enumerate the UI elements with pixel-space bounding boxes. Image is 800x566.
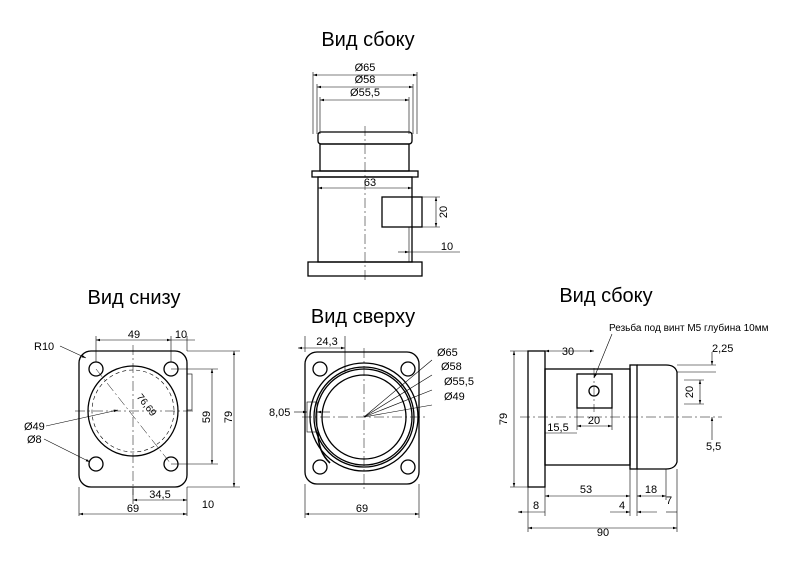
dim-width-10-bottom: 10 (202, 499, 214, 511)
dim-30: 30 (562, 346, 574, 358)
bottom-view-title: Вид снизу (88, 287, 181, 309)
dim-diameter-58-top: Ø58 (441, 361, 462, 373)
side-view-top-title: Вид сбоку (321, 29, 414, 51)
dim-18: 18 (645, 484, 657, 496)
dim-height-20: 20 (438, 206, 450, 218)
dim-width-20-right: 20 (588, 415, 600, 427)
side-view-top: Вид сбоку Ø65 Ø58 Ø55,5 63 20 1 (307, 29, 460, 282)
dim-8-05: 8,05 (269, 407, 290, 419)
dim-diameter-65: Ø65 (355, 62, 376, 74)
top-view: Вид сверху 24,3 Ø65 Ø58 Ø55,5 Ø49 8,05 (269, 306, 474, 518)
dim-diagonal-76-69: 76,69 (134, 392, 158, 419)
dim-width-34-5: 34,5 (149, 489, 170, 501)
thread-note: Резьба под винт M5 глубина 10мм (609, 322, 769, 334)
dim-diameter-49-top: Ø49 (444, 391, 465, 403)
dim-width-69-top: 69 (356, 503, 368, 515)
side-view-right-title: Вид сбоку (559, 285, 652, 307)
dim-4: 4 (619, 500, 625, 512)
dim-8: 8 (533, 500, 539, 512)
top-view-title: Вид сверху (311, 306, 415, 328)
dim-diameter-55-5-top: Ø55,5 (444, 376, 474, 388)
dim-53: 53 (580, 484, 592, 496)
dim-height-79: 79 (223, 411, 235, 423)
dim-width-69-bottom: 69 (127, 503, 139, 515)
dim-height-79-right: 79 (498, 413, 510, 425)
dim-2-25: 2,25 (712, 343, 733, 355)
dim-10: 10 (441, 241, 453, 253)
dim-diameter-65-top: Ø65 (437, 347, 458, 359)
dim-height-59: 59 (201, 411, 213, 423)
dim-90: 90 (597, 527, 609, 539)
dim-width-63: 63 (364, 177, 376, 189)
dim-height-20-right: 20 (684, 386, 696, 398)
dim-5-5: 5,5 (706, 441, 721, 453)
side-view-right: Вид сбоку Резьба под винт M5 глубина 10м… (498, 285, 769, 539)
dim-width-10-top: 10 (175, 329, 187, 341)
dim-diameter-8: Ø8 (27, 434, 42, 446)
dim-diameter-55-5: Ø55,5 (350, 87, 380, 99)
dim-diameter-58: Ø58 (355, 74, 376, 86)
dim-7: 7 (666, 495, 672, 507)
dim-15-5: 15,5 (547, 422, 568, 434)
dim-width-49: 49 (128, 329, 140, 341)
dim-24-3: 24,3 (316, 336, 337, 348)
dim-diameter-49-bottom: Ø49 (24, 421, 45, 433)
bottom-view: Вид снизу 76,69 R10 49 10 59 79 (24, 287, 240, 516)
dim-radius-10: R10 (34, 341, 54, 353)
